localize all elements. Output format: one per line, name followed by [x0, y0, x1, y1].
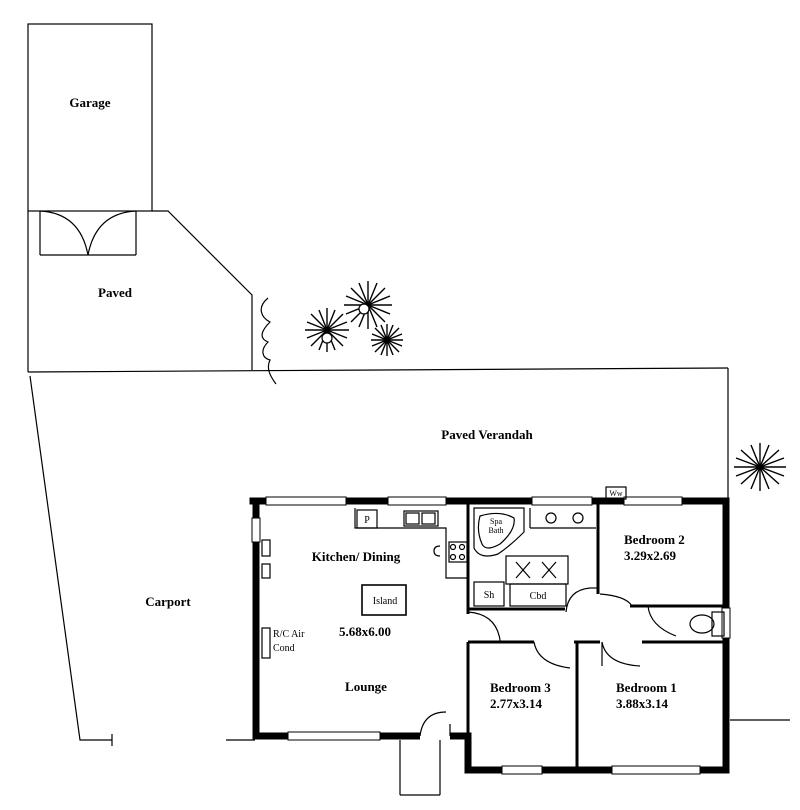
washer-label: Ww	[609, 489, 623, 498]
paved-verandah-label: Paved Verandah	[441, 427, 533, 442]
wall-heater-icon	[261, 563, 271, 579]
kitchen-dining-label: Kitchen/ Dining	[312, 549, 401, 564]
door-swing-icon	[565, 587, 598, 613]
shower: Sh	[473, 581, 505, 607]
bedroom-3-name: Bedroom 3	[490, 680, 551, 695]
air-cond-label-1: R/C Air	[273, 629, 305, 640]
laundry-tub-icon	[505, 555, 569, 585]
spa-label-1: Spa	[490, 517, 502, 526]
bedroom-2-name: Bedroom 2	[624, 532, 685, 547]
plant-icon	[305, 308, 349, 352]
interior-walls	[466, 501, 726, 770]
cupboard-label: Cbd	[530, 591, 547, 602]
window	[287, 731, 701, 775]
plant-icon	[344, 281, 392, 329]
door-swing-icon	[647, 605, 677, 637]
pantry-label: P	[364, 515, 370, 526]
kitchen-island: Island	[361, 584, 407, 616]
air-cond-label-2: Cond	[273, 643, 295, 654]
kitchen-bench: P	[354, 508, 468, 579]
sink-icon	[403, 510, 439, 527]
garage-label: Garage	[69, 95, 110, 110]
door-swing-icon	[599, 593, 633, 607]
window	[265, 496, 683, 506]
door-swing-icon	[399, 711, 451, 796]
plant-icon	[734, 443, 786, 491]
vine-icon	[260, 297, 277, 385]
spa-bath-icon: Spa Bath	[473, 507, 525, 557]
door-swing-icon	[467, 611, 501, 642]
stove-icon	[433, 541, 468, 563]
bedroom-3: Bedroom 3 2.77x3.14	[490, 680, 551, 711]
door-swing-icon	[533, 641, 571, 669]
bedroom-1-name: Bedroom 1	[616, 680, 677, 695]
carport-boundary	[29, 375, 112, 741]
pantry	[356, 509, 378, 529]
garage: Garage	[27, 23, 153, 212]
door-swing-icon	[39, 210, 137, 256]
toilet-icon	[689, 611, 725, 637]
air-conditioner-icon	[261, 627, 271, 659]
shower-label: Sh	[484, 590, 495, 601]
door-swing-icon	[601, 641, 641, 667]
window	[251, 517, 261, 543]
bedroom-2-size: 3.29x2.69	[624, 548, 677, 563]
plant-icon	[371, 324, 403, 356]
basin-icon	[529, 508, 596, 529]
spa-label-2: Bath	[488, 526, 503, 535]
bedroom-3-size: 2.77x3.14	[490, 696, 543, 711]
cupboard: Cbd	[509, 583, 567, 607]
wall-heater-icon	[261, 539, 271, 557]
bedroom-2: Bedroom 2 3.29x2.69	[624, 532, 685, 563]
paved-label: Paved	[98, 285, 133, 300]
washer-box	[605, 486, 627, 500]
fence-line	[27, 367, 729, 373]
living-size-label: 5.68x6.00	[339, 624, 391, 639]
window	[721, 607, 731, 639]
paved-area: Paved	[27, 210, 253, 372]
bedroom-1-size: 3.88x3.14	[616, 696, 669, 711]
carport-label: Carport	[145, 594, 191, 609]
lounge-label: Lounge	[345, 679, 387, 694]
bedroom-1: Bedroom 1 3.88x3.14	[616, 680, 677, 711]
island-label: Island	[373, 596, 397, 607]
